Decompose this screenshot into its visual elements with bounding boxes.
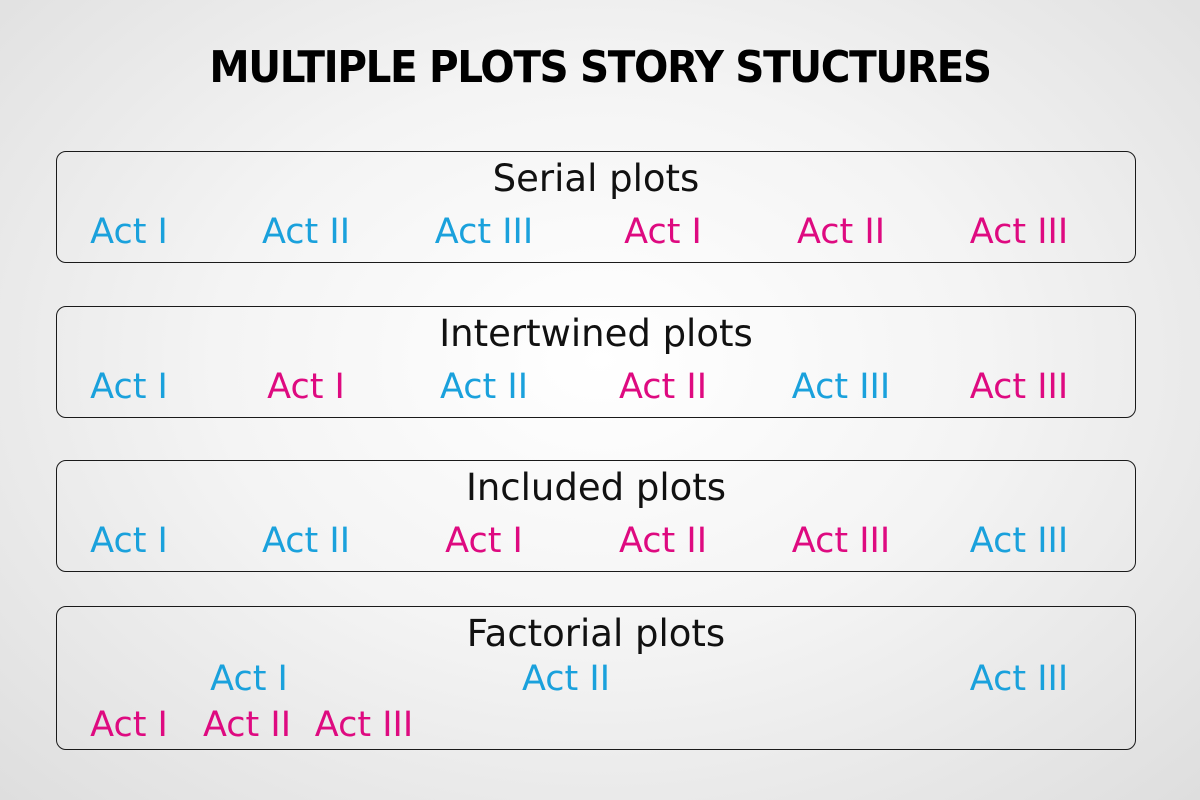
panel-title-included: Included plots — [465, 466, 727, 509]
act-label: Act III — [314, 705, 414, 745]
act-label: Act II — [202, 705, 292, 745]
panel-factorial-plots: Factorial plots Act I Act II Act III Act… — [56, 606, 1136, 750]
act-label: Act III — [969, 367, 1069, 407]
panel-intertwined-plots: Intertwined plots Act I Act I Act II Act… — [56, 306, 1136, 418]
act-label: Act III — [969, 212, 1069, 252]
act-label: Act II — [439, 367, 529, 407]
act-label: Act I — [210, 659, 288, 699]
act-label: Act III — [969, 659, 1069, 699]
panel-included-plots: Included plots Act I Act II Act I Act II… — [56, 460, 1136, 572]
act-label: Act I — [267, 367, 345, 407]
panel-title-intertwined: Intertwined plots — [439, 312, 753, 355]
panel-title-factorial: Factorial plots — [466, 612, 726, 655]
act-label: Act II — [618, 367, 708, 407]
act-label: Act I — [445, 521, 523, 561]
diagram-title: MULTIPLE PLOTS STORY STUCTURES — [209, 42, 992, 93]
act-label: Act I — [624, 212, 702, 252]
panel-title-serial: Serial plots — [492, 157, 700, 200]
act-label: Act III — [969, 521, 1069, 561]
act-label: Act II — [796, 212, 886, 252]
act-label: Act III — [434, 212, 534, 252]
panel-serial-plots: Serial plots Act I Act II Act III Act I … — [56, 151, 1136, 263]
act-label: Act II — [521, 659, 611, 699]
act-label: Act III — [791, 521, 891, 561]
act-label: Act III — [791, 367, 891, 407]
act-label: Act I — [90, 367, 168, 407]
act-label: Act II — [261, 521, 351, 561]
act-label: Act I — [90, 521, 168, 561]
act-label: Act II — [618, 521, 708, 561]
act-label: Act I — [90, 705, 168, 745]
act-label: Act II — [261, 212, 351, 252]
act-label: Act I — [90, 212, 168, 252]
